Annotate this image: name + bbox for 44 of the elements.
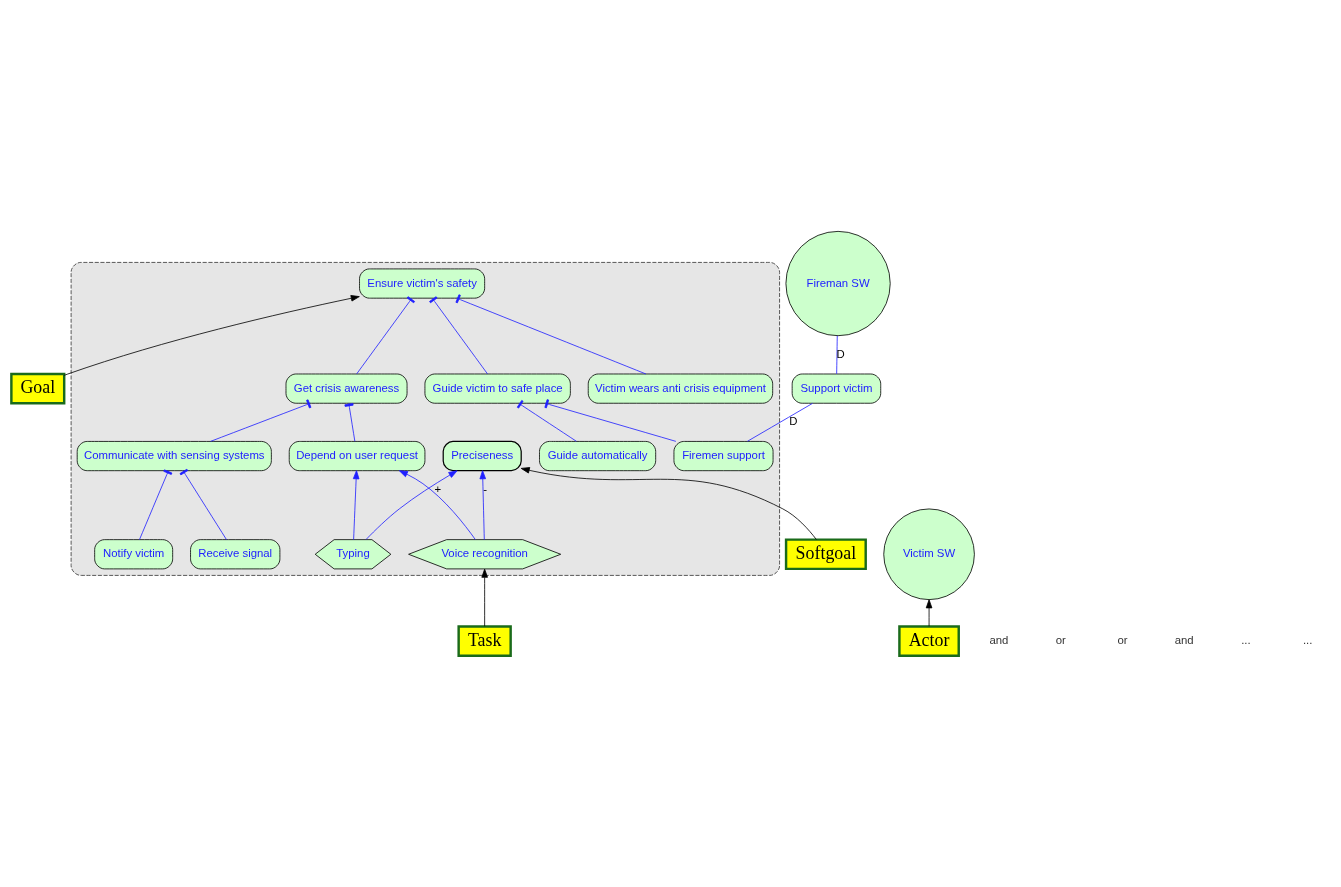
arrow (365, 470, 458, 540)
connector (836, 335, 838, 375)
arrow (925, 599, 933, 627)
edge-label: - (483, 482, 487, 495)
node-box: Support victim (791, 373, 882, 404)
arrow (63, 295, 360, 376)
node-box: Notify victim (94, 539, 174, 570)
label: or (1117, 634, 1128, 647)
label: ... (1302, 634, 1313, 647)
edge-label: D (836, 347, 845, 360)
arrow (481, 568, 488, 627)
node-box: Depend on user request (288, 441, 426, 472)
node-circle: Victim SW (883, 508, 975, 600)
connector (516, 400, 577, 442)
connector (179, 468, 227, 541)
node-box: Receive signal (190, 539, 281, 570)
connector (139, 469, 173, 541)
connector (429, 296, 488, 375)
connector (344, 402, 356, 442)
node-box: Preciseness (442, 440, 522, 472)
arrow (479, 470, 486, 541)
label: and (989, 634, 1009, 647)
edge-label: D (789, 415, 798, 428)
connector (544, 399, 677, 442)
node-box: Actor (898, 625, 960, 657)
label: or (1055, 634, 1066, 647)
arrow (398, 470, 476, 540)
arrow (352, 470, 360, 541)
arrow (520, 467, 817, 541)
connector (455, 294, 647, 375)
node-box: Softgoal (784, 538, 867, 571)
node-box: Guide automatically (539, 441, 657, 472)
label: and (1174, 634, 1194, 647)
node-box: Firemen support (673, 441, 774, 472)
node-circle: Fireman SW (785, 230, 891, 337)
node-box: Task (457, 625, 512, 657)
edge-label: + (434, 482, 442, 495)
connector (356, 296, 416, 375)
node-box: Victim wears anti crisis equipment (587, 373, 774, 404)
connector (747, 402, 813, 442)
label: ... (1241, 634, 1251, 647)
node-box: Goal (10, 372, 66, 405)
node-box: Communicate with sensing systems (76, 441, 272, 472)
connector (210, 399, 312, 442)
